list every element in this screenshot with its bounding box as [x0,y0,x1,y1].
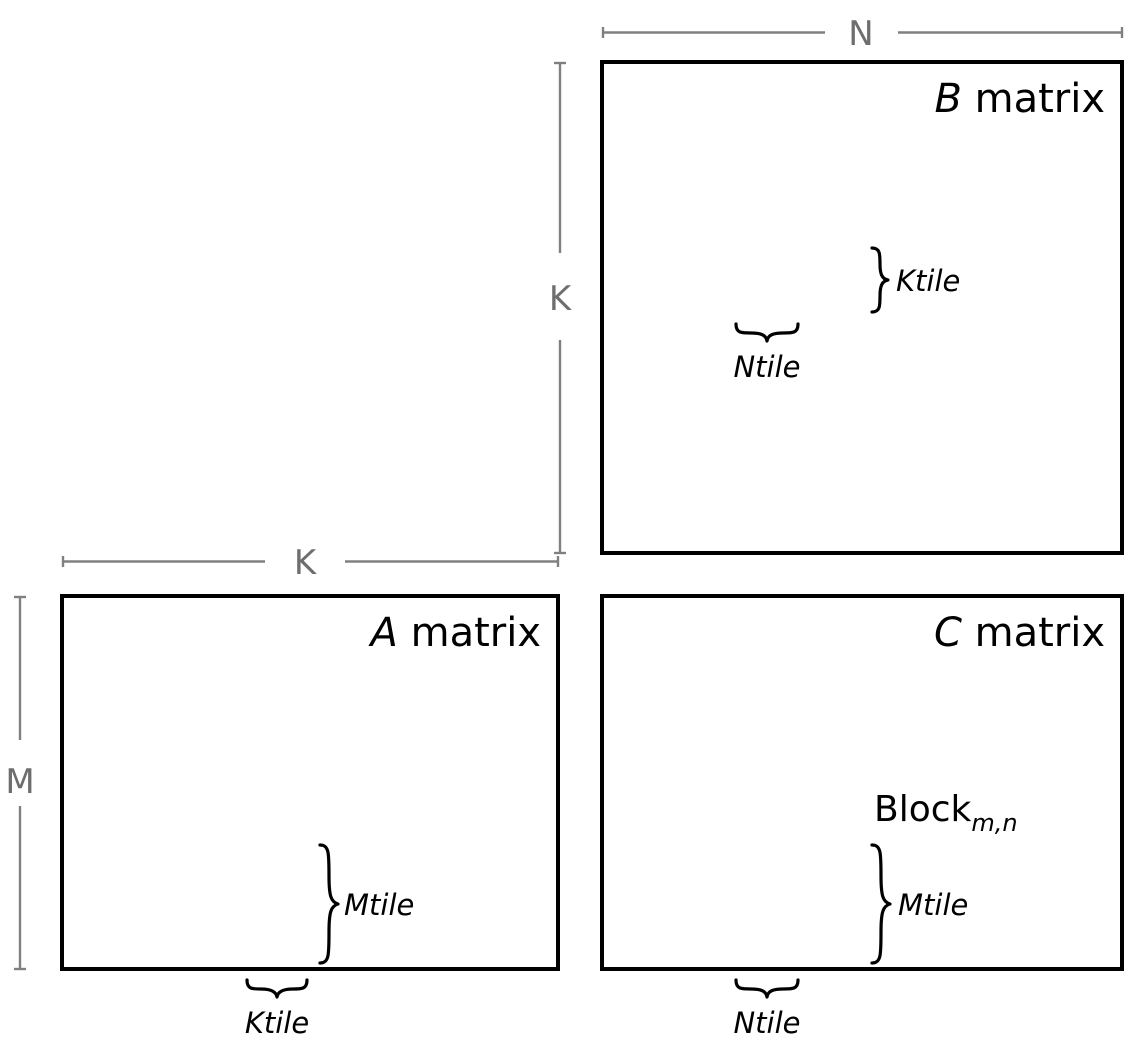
dimension-m: M [5,595,35,971]
ntile-brace-b [734,322,800,343]
a-matrix: A matrix [60,594,560,971]
c-matrix-ntile-label: Ntile [733,1006,800,1040]
dimension-k-horizontal: K [61,543,560,583]
ntile-brace-c [734,978,800,999]
b-matrix-ntile-label: Ntile [733,350,800,384]
c-matrix-title: C matrix [934,610,1105,656]
dimension-n: N [601,14,1124,54]
c-matrix-box-outline [600,594,1124,971]
c-matrix: C matrix Blockm,n [600,594,1124,971]
mtile-brace-a [318,843,340,965]
b-matrix-title: B matrix [934,76,1105,122]
dimension-k-vertical: K [549,61,573,555]
c-matrix-mtile-label: Mtile [898,888,968,922]
a-matrix-ktile-label: Ktile [245,1006,309,1040]
c-matrix-mtile-annotation: Mtile [870,843,968,965]
b-matrix-box-outline [600,60,1124,555]
b-matrix-ktile-annotation: Ktile [870,246,960,314]
c-matrix-block-label: Blockm,n [874,789,1018,837]
ktile-brace-a [245,978,309,999]
mtile-brace-c [870,843,892,965]
dimension-m-label: M [5,762,34,802]
b-matrix-ntile-annotation: Ntile [733,322,801,384]
dimension-k-vertical-label: K [549,279,573,319]
c-matrix-ntile-annotation: Ntile [733,978,801,1040]
dimension-k-horizontal-label: K [294,543,318,583]
a-matrix-box-outline [60,594,560,971]
a-matrix-mtile-annotation: Mtile [318,843,414,965]
a-matrix-mtile-label: Mtile [344,888,414,922]
dimension-n-label: N [848,14,873,54]
a-matrix-ktile-annotation: Ktile [245,978,309,1040]
ktile-brace-b [870,246,890,314]
a-matrix-title: A matrix [368,610,541,656]
b-matrix-ktile-label: Ktile [896,264,960,298]
b-matrix: B matrix [600,60,1124,555]
